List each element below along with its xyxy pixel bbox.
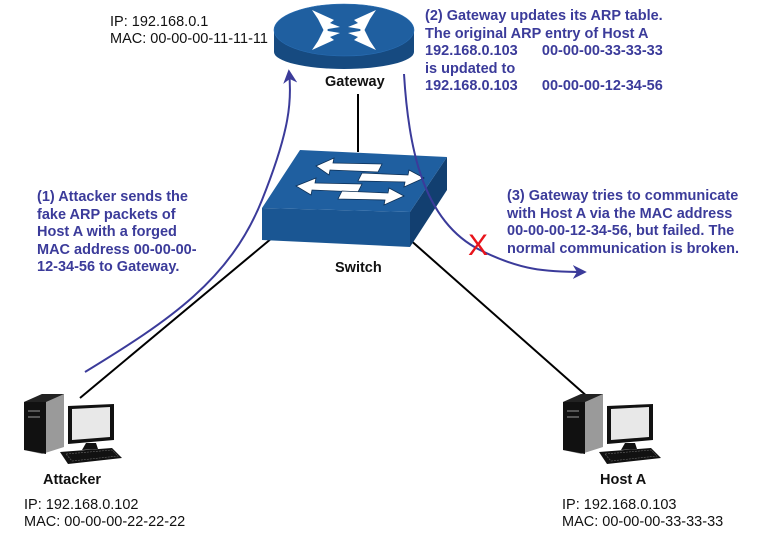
host-a-label: Host A: [600, 472, 647, 488]
step-2-line: is updated to: [425, 60, 516, 77]
switch-icon: [262, 150, 447, 247]
step-2-line: 192.168.0.103 00-00-00-12-34-56: [425, 78, 663, 94]
step-1-line: Host A with a forged: [37, 224, 177, 240]
host-a-mac: MAC: 00-00-00-33-33-33: [562, 514, 724, 530]
arrow-gateway-to-host-a: [403, 73, 587, 279]
step-3-line: (3) Gateway tries to communicate: [507, 188, 739, 204]
host-a-ip: IP: 192.168.0.103: [562, 497, 677, 513]
step-3-line: with Host A via the MAC address: [507, 205, 733, 222]
attacker-ip: IP: 192.168.0.102: [24, 497, 139, 513]
step-2-note: (2) Gateway updates its ARP table. The o…: [425, 8, 663, 96]
failure-x-mark: X: [468, 229, 488, 262]
gateway-info: IP: 192.168.0.1 MAC: 00-00-00-11-11-11: [110, 14, 268, 48]
step-3-note: (3) Gateway tries to communicate with Ho…: [507, 188, 739, 258]
step-3-line: 00-00-00-12-34-56, but failed. The: [507, 223, 735, 239]
link-switch-attacker: [79, 237, 273, 399]
arrow-attacker-to-gateway: [84, 69, 298, 373]
step-1-line: MAC address 00-00-00-: [37, 241, 197, 258]
step-1-note: (1) Attacker sends the fake ARP packets …: [37, 189, 197, 277]
step-3-line: normal communication is broken.: [507, 240, 740, 257]
attacker-info: IP: 192.168.0.102 MAC: 00-00-00-22-22-22: [24, 497, 185, 531]
step-1-line: (1) Attacker sends the: [37, 189, 188, 205]
gateway-label: Gateway: [325, 74, 385, 90]
gateway-mac: MAC: 00-00-00-11-11-11: [110, 31, 268, 47]
router-icon: [273, 3, 415, 69]
gateway-ip: IP: 192.168.0.1: [110, 14, 209, 30]
attacker-mac: MAC: 00-00-00-22-22-22: [24, 514, 186, 530]
link-switch-host-a: [407, 237, 599, 407]
switch-label: Switch: [335, 260, 382, 276]
step-1-line: fake ARP packets of: [37, 206, 176, 223]
step-2-line: (2) Gateway updates its ARP table.: [425, 8, 663, 24]
step-2-line: 192.168.0.103 00-00-00-33-33-33: [425, 43, 663, 59]
host-a-computer-icon: [563, 394, 661, 464]
attacker-computer-icon: [24, 394, 122, 464]
host-a-info: IP: 192.168.0.103 MAC: 00-00-00-33-33-33: [562, 497, 723, 531]
attacker-label: Attacker: [43, 472, 102, 488]
step-1-line: 12-34-56 to Gateway.: [37, 259, 180, 275]
step-2-line: The original ARP entry of Host A: [425, 25, 649, 42]
